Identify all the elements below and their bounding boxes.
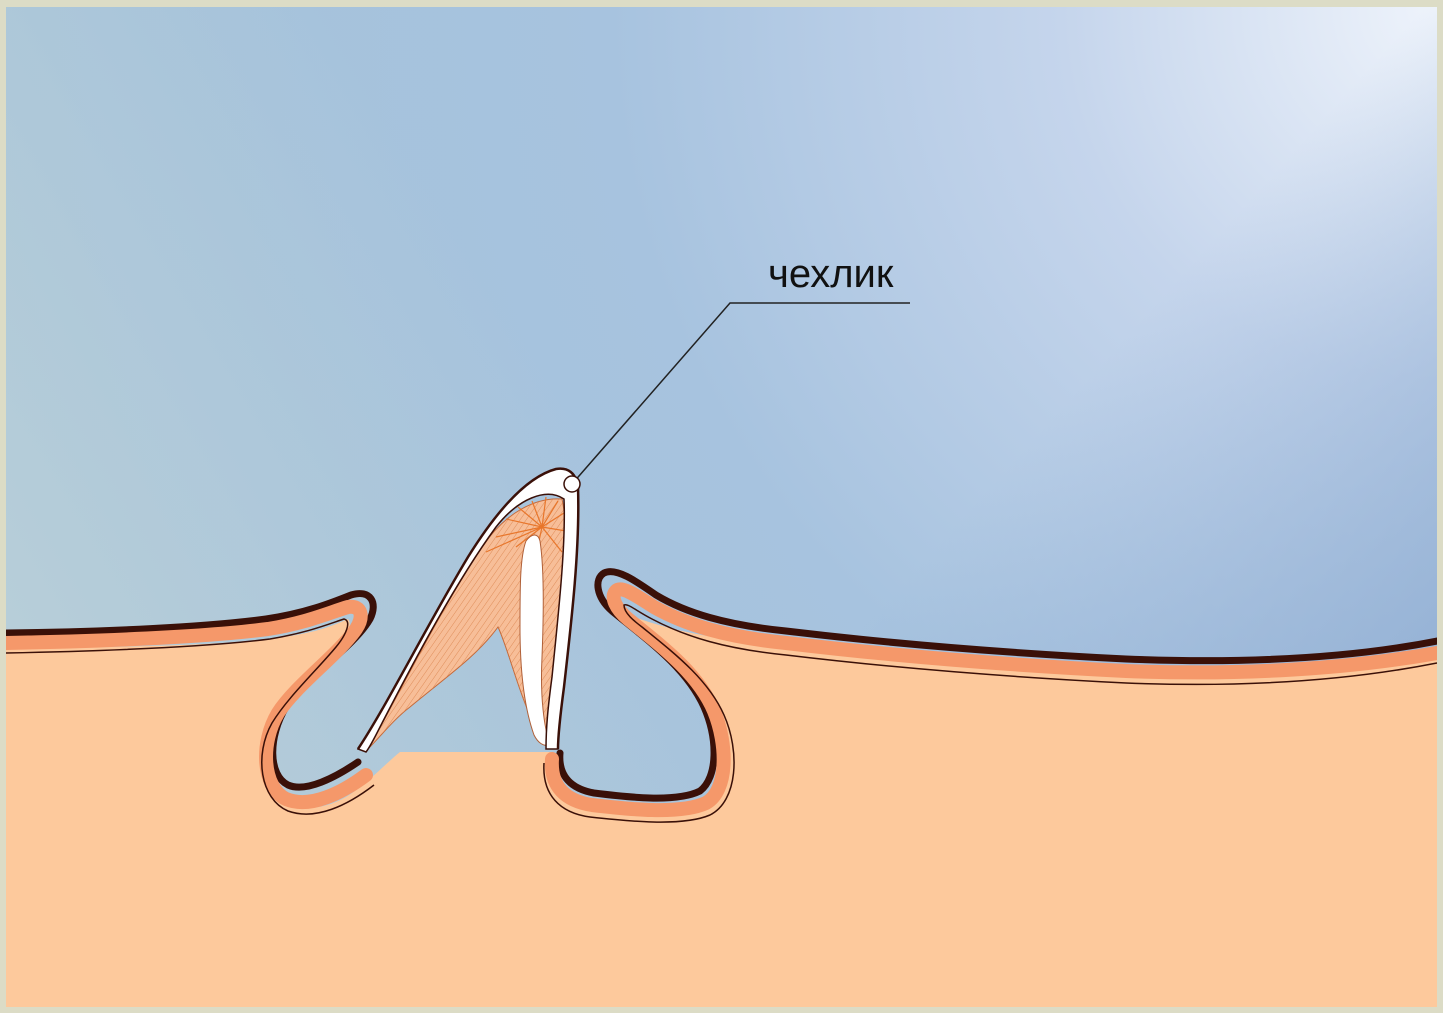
diagram-svg: чехлик	[6, 7, 1437, 1007]
callout-label: чехлик	[768, 252, 894, 296]
diagram-canvas: чехлик	[6, 7, 1437, 1007]
callout-point	[564, 476, 580, 492]
